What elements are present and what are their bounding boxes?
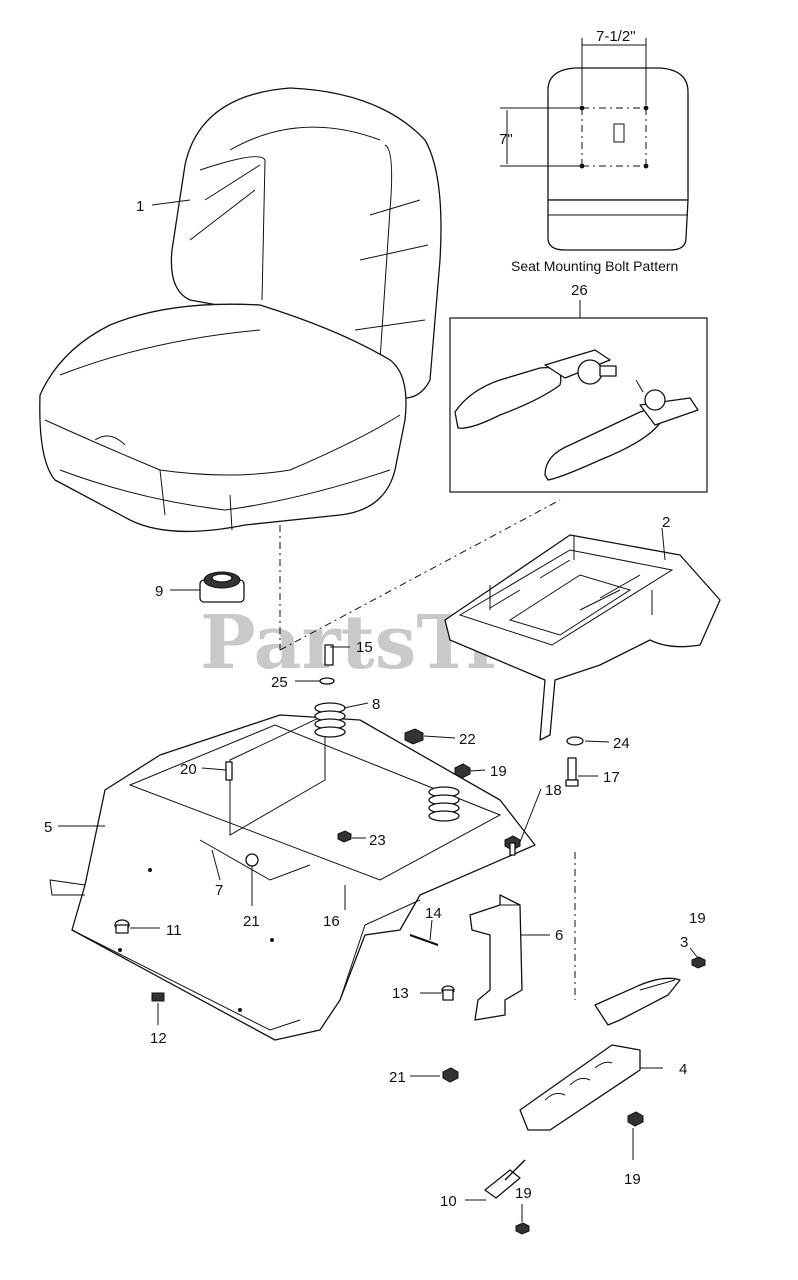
clip-12[interactable] (151, 992, 165, 1002)
callout-22: 22 (459, 731, 476, 748)
bumper-11[interactable] (114, 919, 130, 934)
pin-14[interactable] (409, 934, 439, 946)
nut-19-d[interactable] (515, 1222, 530, 1235)
callout-1: 1 (136, 198, 144, 215)
bolt-20[interactable] (225, 761, 233, 781)
link-rod[interactable] (484, 1159, 526, 1199)
bolt-width-dimension: 7-1/2" (596, 28, 636, 45)
callout-10: 10 (440, 1193, 457, 1210)
callout-5: 5 (44, 819, 52, 836)
nut-21-a[interactable] (245, 853, 259, 867)
seat-cushion[interactable] (39, 87, 442, 533)
callout-26: 26 (571, 282, 588, 299)
callout-2: 2 (662, 514, 670, 531)
callout-17: 17 (603, 769, 620, 786)
callout-6: 6 (555, 927, 563, 944)
slide-adjust-bracket[interactable] (519, 1044, 641, 1131)
callout-19-c: 19 (624, 1171, 641, 1188)
callout-19-a: 19 (490, 763, 507, 780)
nut-19-c[interactable] (627, 1111, 644, 1127)
seat-switch[interactable] (199, 571, 245, 603)
nut-22[interactable] (404, 728, 424, 745)
callout-3: 3 (680, 934, 688, 951)
callout-21-a: 21 (243, 913, 260, 930)
callout-20: 20 (180, 761, 197, 778)
lever-mount-bracket[interactable] (469, 894, 523, 1021)
callout-8: 8 (372, 696, 380, 713)
bolt-pattern-caption: Seat Mounting Bolt Pattern (511, 258, 678, 274)
callout-13: 13 (392, 985, 409, 1002)
callout-21-b: 21 (389, 1069, 406, 1086)
bolt-17[interactable] (565, 757, 579, 787)
seat-mount-line-2 (279, 499, 561, 651)
nut-19-a[interactable] (454, 763, 471, 779)
callout-14: 14 (425, 905, 442, 922)
callout-18: 18 (545, 782, 562, 799)
callout-23: 23 (369, 832, 386, 849)
nut-19-b[interactable] (691, 956, 706, 969)
callout-12: 12 (150, 1030, 167, 1047)
seat-frame-bracket[interactable] (49, 714, 536, 1041)
washer-24[interactable] (566, 736, 584, 746)
callout-15: 15 (356, 639, 373, 656)
bolt-15[interactable] (324, 644, 334, 666)
leader-lines (58, 199, 699, 1222)
callout-11: 11 (166, 922, 182, 939)
callout-19-b: 19 (689, 910, 706, 927)
armrest-kit-box[interactable] (449, 317, 708, 493)
bolt-pattern-view (500, 38, 689, 251)
callout-16: 16 (323, 913, 340, 930)
callout-24: 24 (613, 735, 630, 752)
bolt-18[interactable] (504, 835, 521, 856)
nut-23[interactable] (337, 830, 352, 843)
callout-25: 25 (271, 674, 288, 691)
callout-9: 9 (155, 583, 163, 600)
seat-adjuster-plate[interactable] (444, 534, 721, 741)
bumper-13[interactable] (441, 985, 455, 1001)
callout-19-d: 19 (515, 1185, 532, 1202)
nut-21-b[interactable] (442, 1067, 459, 1083)
callout-7: 7 (215, 882, 223, 899)
callout-4: 4 (679, 1061, 687, 1078)
bolt-height-dimension: 7" (499, 131, 513, 148)
washer-25[interactable] (319, 677, 335, 685)
adjust-lever-handle[interactable] (594, 977, 681, 1026)
spring-assembly[interactable] (314, 702, 460, 822)
